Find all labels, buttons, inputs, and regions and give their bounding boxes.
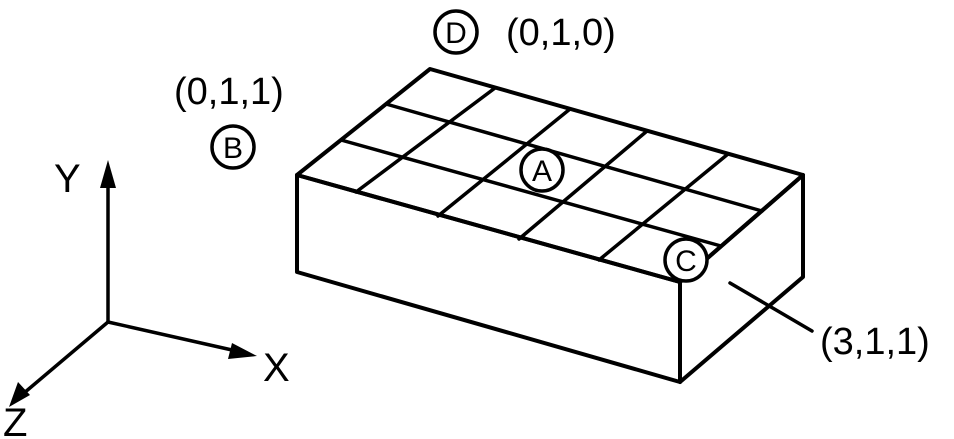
z-axis-line: [22, 320, 110, 395]
box: [295, 67, 805, 384]
marker-a: A: [519, 147, 565, 193]
x-axis-label: X: [263, 346, 290, 390]
marker-d-letter: D: [445, 17, 467, 50]
y-axis-label: Y: [54, 157, 81, 201]
marker-b: B: [210, 124, 256, 170]
coord-label-d: (0,1,0): [506, 12, 616, 54]
coord-label-c: (3,1,1): [820, 321, 930, 363]
y-axis-arrowhead: [100, 160, 116, 188]
marker-a-letter: A: [532, 155, 552, 188]
z-axis-arrowhead: [9, 382, 30, 407]
coord-label-b: (0,1,1): [174, 71, 284, 113]
marker-d: D: [433, 9, 479, 55]
x-axis-line: [106, 320, 234, 352]
z-axis-label: Z: [3, 401, 27, 439]
top-grid-columns: [354, 86, 730, 262]
x-axis-arrowhead: [228, 343, 257, 359]
leader-line-c: [728, 281, 814, 333]
marker-c: C: [663, 237, 709, 283]
marker-b-letter: B: [223, 132, 243, 165]
axes: Y X Z: [3, 157, 290, 439]
marker-c-letter: C: [675, 245, 697, 278]
box-front-face: [295, 173, 682, 384]
